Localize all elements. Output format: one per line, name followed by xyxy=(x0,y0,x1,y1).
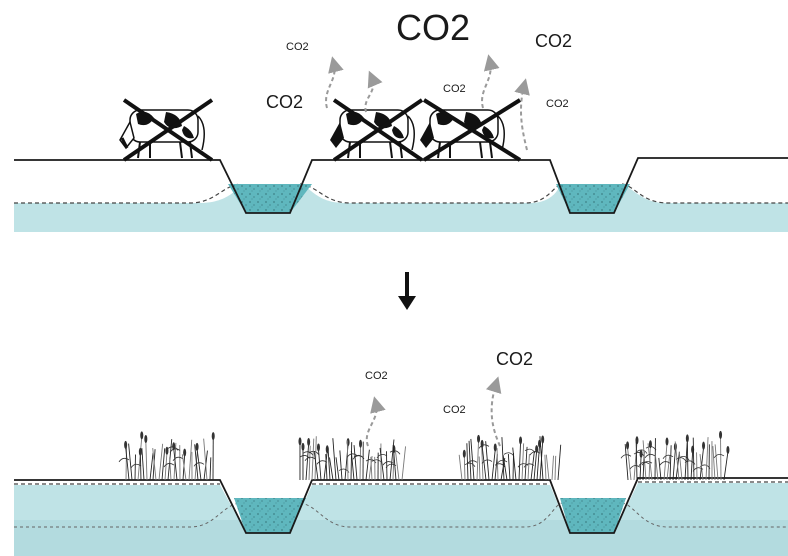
groundwater-top xyxy=(14,185,788,232)
top-panel: CO2 CO2 CO2 CO2 CO2 CO2 xyxy=(14,7,788,232)
water-table-top xyxy=(14,183,788,204)
arrow-down-icon xyxy=(398,272,416,310)
cow-icon xyxy=(330,98,424,162)
ditch-water-right-top xyxy=(556,184,630,213)
ditch-water-left-top xyxy=(228,184,312,213)
emission-arrow xyxy=(514,78,530,151)
cow-icon xyxy=(420,98,522,162)
lower-water-band xyxy=(14,520,788,556)
reed-patch xyxy=(620,430,730,481)
co2-label: CO2 xyxy=(535,31,572,51)
cow-icon xyxy=(119,98,214,162)
co2-label: CO2 xyxy=(443,83,466,95)
co2-label-large: CO2 xyxy=(396,7,470,48)
emission-arrow xyxy=(481,54,500,109)
co2-label: CO2 xyxy=(443,404,466,416)
co2-label: CO2 xyxy=(546,98,569,110)
co2-label: CO2 xyxy=(266,92,303,112)
emission-arrow xyxy=(325,56,344,109)
emission-arrow xyxy=(364,70,383,113)
co2-label: CO2 xyxy=(365,370,388,382)
water-table-bottom xyxy=(14,481,788,485)
ditch-water-left-bottom xyxy=(234,498,306,533)
reed-patch xyxy=(458,434,562,481)
emission-arrow xyxy=(365,396,386,447)
reed-patch xyxy=(298,436,406,481)
co2-label: CO2 xyxy=(496,349,533,369)
emission-arrow xyxy=(486,376,502,447)
ground-surface-top xyxy=(14,157,788,214)
ground-surface-bottom xyxy=(14,477,788,534)
ditch-water-right-bottom xyxy=(560,498,626,533)
co2-label: CO2 xyxy=(286,41,309,53)
reed-patch xyxy=(118,431,215,481)
old-water-table-bottom xyxy=(14,502,788,528)
bottom-panel: CO2 CO2 CO2 xyxy=(14,349,788,556)
